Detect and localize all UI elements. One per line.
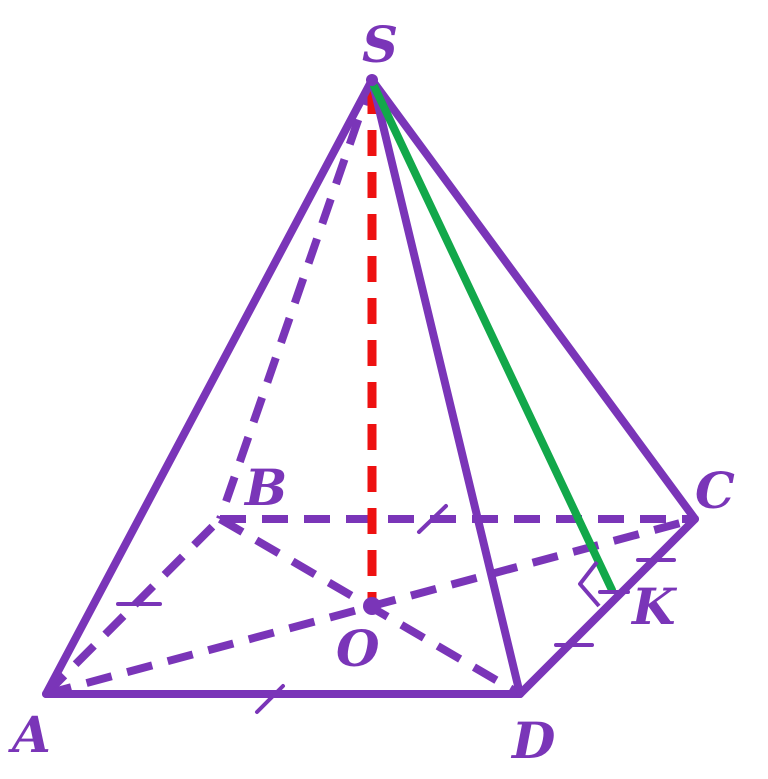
point-o [363, 597, 381, 615]
label-a: A [8, 705, 51, 764]
edge-sb [216, 78, 376, 521]
tick-marks [116, 504, 676, 714]
label-k: K [630, 577, 678, 636]
label-d: D [510, 711, 555, 770]
label-o: O [336, 619, 380, 678]
edge-sa [42, 76, 376, 698]
vertex-labels: S A B C D O K [8, 15, 735, 770]
tick-bc [417, 504, 448, 534]
tick-ad [255, 684, 285, 714]
edge-sd [368, 76, 524, 698]
edge-sc [368, 76, 699, 523]
edge-dc [516, 515, 699, 698]
points [363, 74, 381, 615]
apothem-sk [370, 82, 616, 594]
label-b: B [243, 458, 287, 517]
label-c: C [695, 461, 735, 520]
label-s: S [362, 15, 398, 74]
visible-edges [42, 76, 699, 698]
right-angle-marker [578, 560, 601, 608]
point-s [366, 74, 378, 86]
